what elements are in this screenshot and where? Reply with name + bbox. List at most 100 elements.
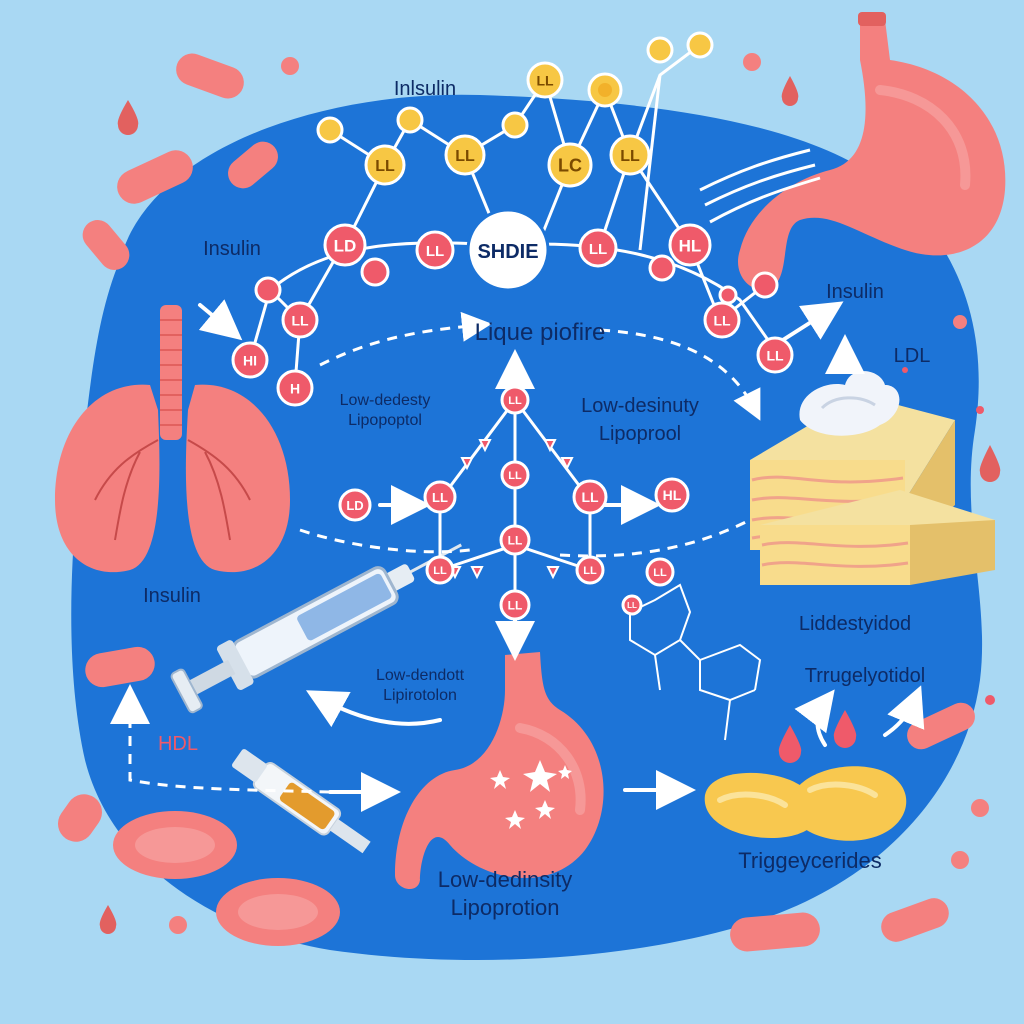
arc-node-circle [281,301,319,339]
center-node-circle [575,555,605,585]
arc-node-circle [276,369,314,407]
dot [281,57,299,75]
yellow-node [598,83,612,97]
labelled-nodes: LL LL LL LC LL LD LL LL HL HI LL H LL LL LD LL LL HL LL LL L… [231,61,794,621]
arc-node-label: H [290,380,300,396]
center-node-circle [572,479,608,515]
arc-node-circle [578,228,618,268]
lungs-illustration [55,305,290,573]
arc-node-7: LL [703,301,741,339]
label-lipirotolon: Lipirotolon [383,687,457,704]
label-ldl: LDL [894,345,931,367]
center-node-7: LL [425,555,455,585]
arc-node-label: LL [291,312,309,328]
arc-node-label: LL [766,347,784,363]
center-node-label: LL [583,565,597,577]
center-node-1: LL [423,480,457,514]
arc-node-label: LL [426,243,444,260]
dot [971,799,989,817]
text-labels: Inlsulin Insulin Insulin Insulin LDL Liq… [143,78,930,920]
label-hdl: HDL [158,733,198,755]
top-node-label: LL [620,148,640,165]
droplet-icon [833,710,857,748]
center-node-5: LL [500,460,530,490]
center-node-label: LL [432,490,448,505]
arc-node-4: HI [231,341,269,379]
yellow-node [646,36,674,64]
arc-node-label: HI [243,352,257,368]
center-node-4: LL [500,385,530,415]
center-node-8: LL [575,555,605,585]
arc-node-label: HL [679,236,702,255]
arc-node-circle [756,336,794,374]
center-node-circle [425,555,455,585]
dashed-paths [128,311,761,794]
center-node-2: LL [572,479,608,515]
arc-node-circle [231,341,269,379]
dot [953,315,967,329]
arc-node-circle [323,223,367,267]
top-node-label: LL [375,158,395,175]
dot [743,53,761,71]
label-insulin-right: Insulin [826,281,884,303]
red-cell [238,894,318,930]
label-insulin-lower-left: Insulin [143,585,201,607]
molecule-structure [629,583,762,741]
arc-node-label: LD [334,236,357,255]
center-node-circle [500,385,530,415]
molecule-node-label: LL [653,567,667,579]
molecule-node-0: LL [645,557,675,587]
center-node: SHDIE [466,208,550,292]
center-node-circle [654,477,690,513]
label-insulin-top: Inlsulin [394,78,456,100]
center-node-3: HL [654,477,690,513]
label-low-dendott: Low-dendott [376,667,465,684]
yellow-node [501,111,529,139]
molecule-node-circle [645,557,675,587]
label-lipoprotion: Lipoprotion [451,895,560,920]
arc-node-circle [703,301,741,339]
center-node-label: LL [433,565,447,577]
center-node-circle [499,524,531,556]
molecule-node-circle [621,594,643,616]
stomach-top-illustration [738,12,1006,291]
label-insulin-left: Insulin [203,238,261,260]
center-node-label: LL [508,533,523,547]
center-node-label: LL [508,395,522,407]
molecule-node-label: LL [627,601,637,610]
top-node-0: LL [364,144,406,186]
label-lique-piofire: Lique piofire [475,319,606,346]
label-lipopoptol: Lipopoptol [348,412,422,429]
yellow-node [396,106,424,134]
red-cell [228,141,278,189]
red-cell [82,220,130,270]
red-cell [881,898,949,942]
molecule-node-1: LL [621,594,643,616]
dot [951,851,969,869]
label-liddestyidod: Liddestyidod [799,613,911,635]
center-node-6: LL [499,524,531,556]
center-node-circle [499,589,531,621]
yellow-node-group [316,31,714,144]
yellow-node [686,31,714,59]
arc-node-circle [415,230,455,270]
motion-lines [699,148,821,224]
syringe-illustration [170,543,462,714]
droplet-icon [117,100,139,135]
pink-dots-small [902,367,995,705]
center-node-0: LD [338,488,372,522]
red-cell [730,912,820,952]
droplet-icon [778,725,802,763]
red-cell [907,702,975,750]
droplet-icon [979,445,1001,482]
fat-blocks-illustration [750,371,995,585]
label-triggeycerides: Triggeycerides [738,848,881,873]
arc-node-label: LL [713,312,731,328]
center-node-label: SHDIE [477,241,538,263]
top-node-3: LC [547,142,593,188]
red-cell [57,794,103,842]
top-node-1: LL [444,134,486,176]
arc-node-6: H [276,369,314,407]
